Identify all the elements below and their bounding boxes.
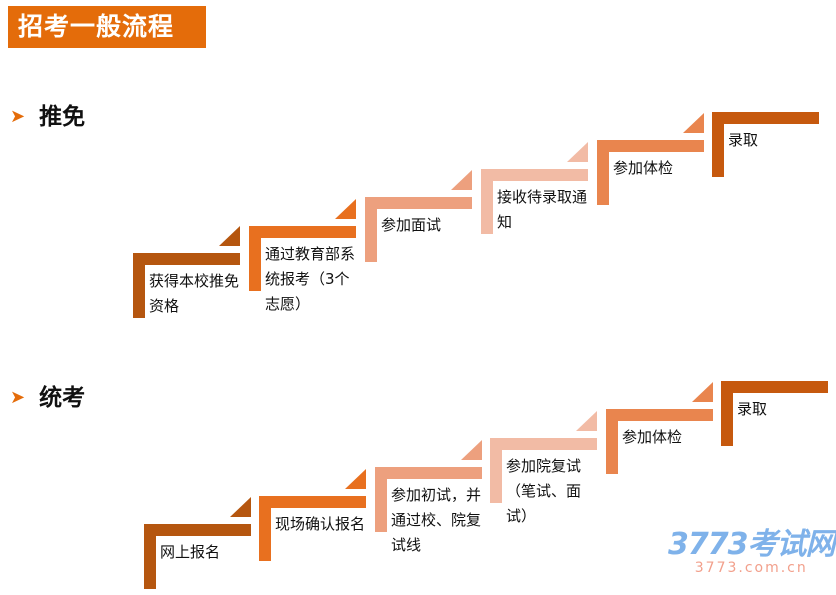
step-bar <box>249 226 356 238</box>
step-bar <box>133 253 240 265</box>
step-corner-triangle <box>335 199 356 219</box>
step-bar <box>490 438 597 450</box>
step-bar <box>259 496 366 508</box>
step-label: 接收待录取通知 <box>497 188 588 231</box>
step-bar <box>490 438 502 503</box>
step-corner-triangle <box>567 142 588 162</box>
step-corner-triangle <box>345 469 366 489</box>
step-label: 现场确认报名 <box>275 515 366 533</box>
step-bar <box>712 112 724 177</box>
step-corner-triangle <box>219 226 240 246</box>
step-corner-triangle <box>692 382 713 402</box>
section-header-tuimian: ➤推免 <box>10 104 86 130</box>
step-bar <box>481 169 493 234</box>
step-label: 录取 <box>728 131 759 149</box>
step-bar <box>144 524 251 536</box>
step-bar <box>375 467 482 479</box>
step-bar <box>721 381 733 446</box>
step-label: 获得本校推免资格 <box>149 272 240 315</box>
step-label: 网上报名 <box>160 543 221 561</box>
section-header-tongkao: ➤统考 <box>10 385 86 411</box>
step-bar <box>597 140 704 152</box>
step-bar <box>365 197 377 262</box>
step-bar <box>721 381 828 393</box>
step-corner-triangle <box>451 170 472 190</box>
step-bar <box>606 409 618 474</box>
step-bar <box>259 496 271 561</box>
step-bar <box>597 140 609 205</box>
step-label: 参加初试，并通过校、院复试线 <box>391 486 482 554</box>
step-label: 参加面试 <box>381 216 442 234</box>
step-bar <box>365 197 472 209</box>
arrow-icon: ➤ <box>10 387 26 408</box>
step-label: 通过教育部系统报考（3个志愿） <box>265 245 356 313</box>
page-title: 招考一般流程 <box>8 6 206 48</box>
step-corner-triangle <box>230 497 251 517</box>
step-label: 参加院复试（笔试、面试） <box>506 457 582 525</box>
step-label: 录取 <box>737 400 768 418</box>
step-bar <box>375 467 387 532</box>
arrow-icon: ➤ <box>10 106 26 127</box>
step-bar <box>249 226 261 291</box>
step-bar <box>606 409 713 421</box>
step-label: 参加体检 <box>622 428 683 446</box>
watermark-logo: 3773考试网 3773.com.cn <box>668 527 835 577</box>
step-bar <box>712 112 819 124</box>
step-corner-triangle <box>683 113 704 133</box>
step-bar <box>144 524 156 589</box>
step-corner-triangle <box>576 411 597 431</box>
step-bar <box>133 253 145 318</box>
step-corner-triangle <box>461 440 482 460</box>
step-label: 参加体检 <box>613 159 674 177</box>
step-bar <box>481 169 588 181</box>
